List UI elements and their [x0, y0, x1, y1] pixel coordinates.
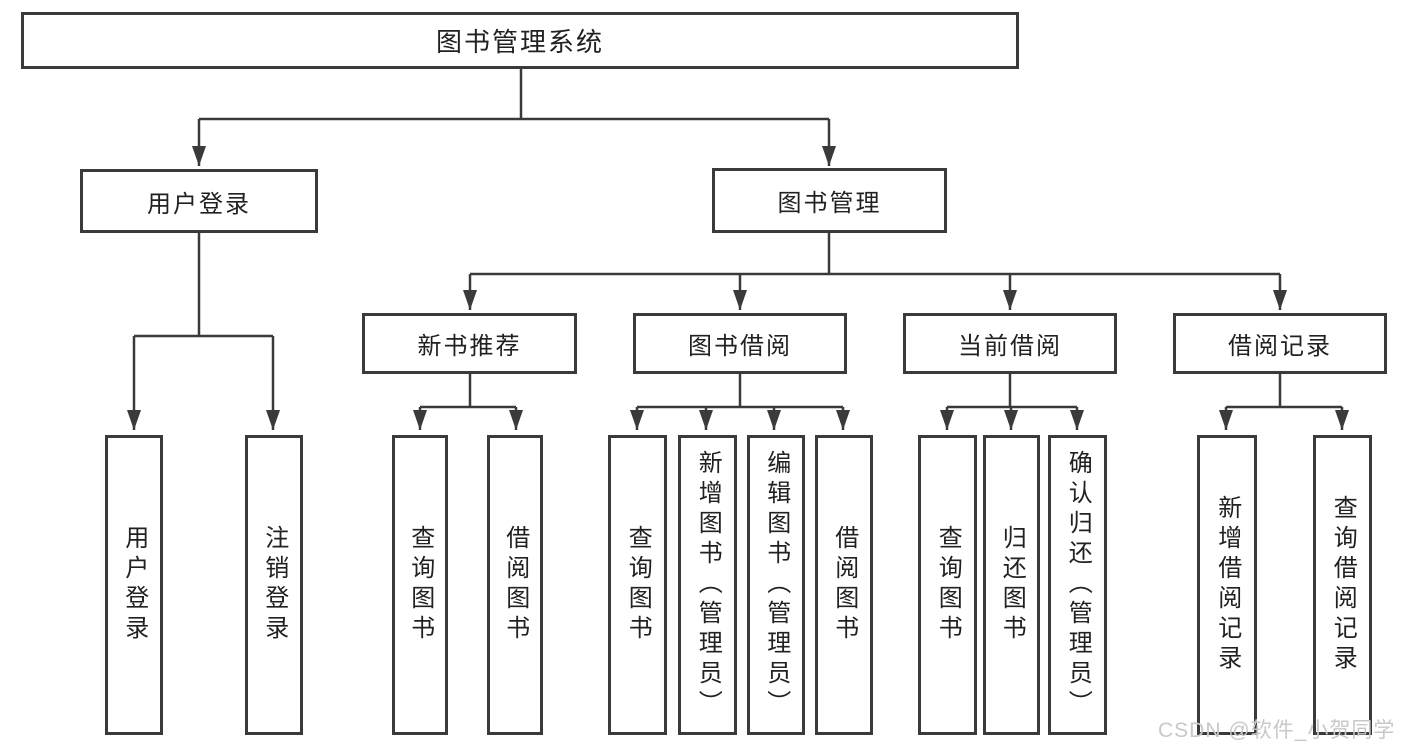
- leaf-borrow-books-recommend: 借阅图书: [487, 435, 543, 735]
- leaf-add-book-admin-label: 新增图书（管理员）: [694, 450, 722, 720]
- node-new-book-recommend-label: 新书推荐: [417, 333, 522, 360]
- leaf-query-books-borrowing-label: 查询图书: [624, 525, 652, 645]
- leaf-user-login-label: 用户登录: [120, 525, 148, 645]
- leaf-query-borrow-record: 查询借阅记录: [1313, 435, 1372, 735]
- leaf-borrow-books-recommend-label: 借阅图书: [501, 525, 529, 645]
- leaf-borrow-books-borrowing-label: 借阅图书: [830, 525, 858, 645]
- leaf-logout: 注销登录: [245, 435, 303, 735]
- leaf-logout-label: 注销登录: [260, 525, 288, 645]
- leaf-edit-book-admin-label: 编辑图书（管理员）: [762, 450, 790, 720]
- node-current-borrowing: 当前借阅: [903, 313, 1117, 374]
- leaf-query-books-recommend-label: 查询图书: [406, 525, 434, 645]
- leaf-edit-book-admin: 编辑图书（管理员）: [747, 435, 805, 735]
- node-library-system-label: 图书管理系统: [435, 27, 604, 57]
- leaf-add-borrow-record: 新增借阅记录: [1197, 435, 1257, 735]
- node-library-system: 图书管理系统: [21, 12, 1019, 69]
- leaf-return-books: 归还图书: [983, 435, 1040, 735]
- leaf-confirm-return-admin: 确认归还（管理员）: [1048, 435, 1107, 735]
- leaf-borrow-books-borrowing: 借阅图书: [815, 435, 873, 735]
- leaf-add-book-admin: 新增图书（管理员）: [678, 435, 737, 735]
- node-book-management: 图书管理: [712, 168, 947, 233]
- node-book-borrowing: 图书借阅: [633, 313, 847, 374]
- leaf-user-login: 用户登录: [105, 435, 163, 735]
- leaf-query-books-recommend: 查询图书: [392, 435, 448, 735]
- leaf-query-books-borrowing: 查询图书: [608, 435, 667, 735]
- leaf-query-books-current-label: 查询图书: [934, 525, 962, 645]
- leaf-query-borrow-record-label: 查询借阅记录: [1329, 495, 1357, 675]
- leaf-confirm-return-admin-label: 确认归还（管理员）: [1064, 450, 1092, 720]
- node-book-management-label: 图书管理: [777, 190, 882, 217]
- node-borrowing-records: 借阅记录: [1173, 313, 1387, 374]
- node-borrowing-records-label: 借阅记录: [1228, 333, 1332, 360]
- node-current-borrowing-label: 当前借阅: [958, 333, 1062, 360]
- leaf-return-books-label: 归还图书: [998, 525, 1026, 645]
- leaf-add-borrow-record-label: 新增借阅记录: [1213, 495, 1241, 675]
- node-new-book-recommend: 新书推荐: [362, 313, 577, 374]
- node-user-login-label: 用户登录: [147, 190, 251, 218]
- node-book-borrowing-label: 图书借阅: [688, 333, 792, 360]
- csdn-watermark: CSDN @软件_小贺同学: [1158, 719, 1396, 742]
- node-user-login: 用户登录: [80, 169, 318, 233]
- leaf-query-books-current: 查询图书: [918, 435, 977, 735]
